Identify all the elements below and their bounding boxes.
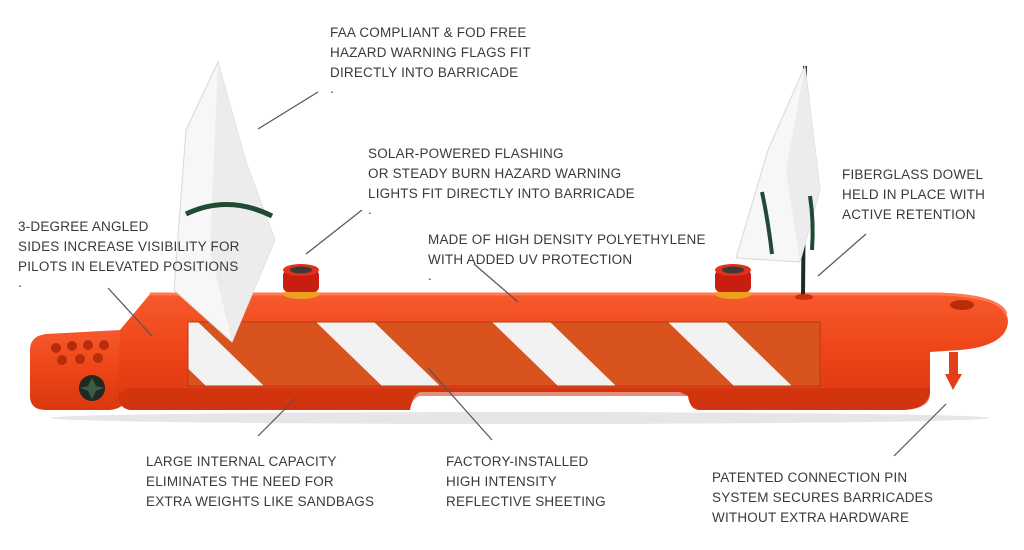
callout-line: REFLECTIVE SHEETING	[446, 494, 606, 509]
barricade-shadow	[50, 412, 990, 424]
callout-line: WITHOUT EXTRA HARDWARE	[712, 510, 910, 525]
callout-line: ACTIVE RETENTION	[842, 207, 976, 222]
callout-line: FIBERGLASS DOWEL	[842, 167, 984, 182]
reflective-stripe	[668, 322, 792, 386]
barricade-lower-shade	[118, 388, 930, 410]
leader-capacity	[257, 397, 297, 437]
callout-line: FACTORY-INSTALLED	[446, 454, 589, 469]
callout-line: SIDES INCREASE VISIBILITY FOR	[18, 239, 240, 254]
leader-flags	[257, 91, 319, 130]
callout-dowel: FIBERGLASS DOWEL HELD IN PLACE WITH ACTI…	[842, 165, 985, 225]
leader-dowel	[817, 233, 867, 277]
callout-line: MADE OF HIGH DENSITY POLYETHYLENE	[428, 232, 706, 247]
callout-line: LIGHTS FIT DIRECTLY INTO BARRICADE	[368, 186, 635, 201]
leader-angled	[107, 287, 153, 337]
callout-line: EXTRA WEIGHTS LIKE SANDBAGS	[146, 494, 375, 509]
warning-light-left	[283, 264, 319, 299]
callout-line: ELIMINATES THE NEED FOR	[146, 474, 334, 489]
reflective-stripe	[316, 322, 440, 386]
connection-cap-icon	[79, 375, 105, 401]
callout-capacity: LARGE INTERNAL CAPACITY ELIMINATES THE N…	[146, 452, 374, 512]
callout-line: PILOTS IN ELEVATED POSITIONS	[18, 259, 239, 274]
callout-line: SOLAR-POWERED FLASHING	[368, 146, 564, 161]
leader-pin	[893, 403, 947, 457]
callout-line: OR STEADY BURN HAZARD WARNING	[368, 166, 622, 181]
callout-pin: PATENTED CONNECTION PIN SYSTEM SECURES B…	[712, 468, 933, 528]
callout-line: PATENTED CONNECTION PIN	[712, 470, 908, 485]
reflective-stripes	[188, 322, 792, 386]
leader-sheeting	[427, 367, 493, 441]
callout-line: HIGH INTENSITY	[446, 474, 557, 489]
callout-line: WITH ADDED UV PROTECTION	[428, 252, 633, 267]
connection-pin	[945, 352, 962, 390]
callout-line: SYSTEM SECURES BARRICADES	[712, 490, 934, 505]
warning-light-right	[715, 264, 751, 299]
callout-line: .	[428, 268, 432, 283]
callout-line: 3-DEGREE ANGLED	[18, 219, 149, 234]
callout-material: MADE OF HIGH DENSITY POLYETHYLENE WITH A…	[428, 230, 706, 282]
callout-line: LARGE INTERNAL CAPACITY	[146, 454, 337, 469]
reflective-stripe	[492, 322, 616, 386]
reflective-stripe	[188, 322, 264, 386]
barricade-body	[30, 292, 1008, 424]
callout-line: HAZARD WARNING FLAGS FIT	[330, 45, 531, 60]
hazard-flag-right	[735, 64, 821, 300]
callout-angled: 3-DEGREE ANGLED SIDES INCREASE VISIBILIT…	[18, 217, 240, 289]
callout-flags: FAA COMPLIANT & FOD FREE HAZARD WARNING …	[330, 23, 531, 95]
callout-lights: SOLAR-POWERED FLASHING OR STEADY BURN HA…	[368, 144, 635, 216]
right-end-hole	[950, 300, 974, 310]
callout-line: HELD IN PLACE WITH	[842, 187, 986, 202]
callout-line: .	[368, 202, 372, 217]
barricade-top-edge	[150, 292, 1008, 315]
hazard-flag-left	[173, 60, 276, 343]
callout-line: .	[18, 275, 22, 290]
callout-line: FAA COMPLIANT & FOD FREE	[330, 25, 527, 40]
barricade-left-end	[30, 330, 128, 410]
callout-line: .	[330, 81, 334, 96]
leader-material	[473, 263, 519, 303]
callout-sheeting: FACTORY-INSTALLED HIGH INTENSITY REFLECT…	[446, 452, 606, 512]
end-holes	[51, 340, 109, 365]
callout-line: DIRECTLY INTO BARRICADE	[330, 65, 519, 80]
leader-lights	[305, 209, 363, 255]
leader-lines	[107, 91, 947, 457]
